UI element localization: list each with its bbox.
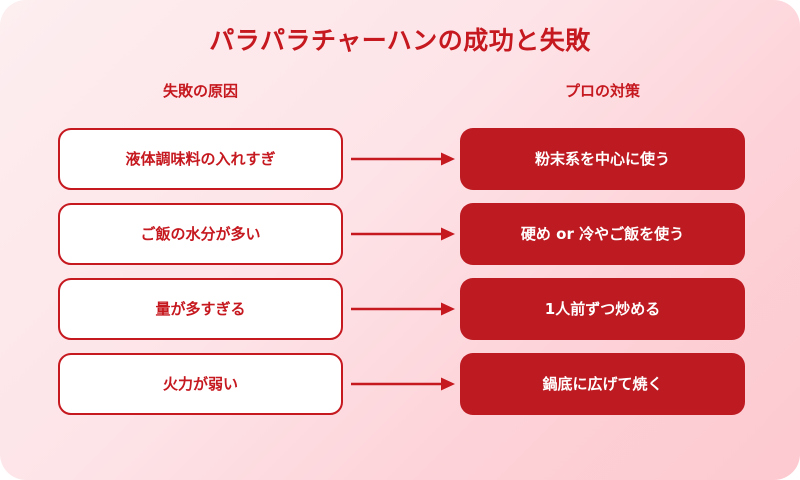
cause-box[interactable]: 液体調味料の入れすぎ (58, 128, 343, 190)
mapping-row: ご飯の水分が多い 硬め or 冷やご飯を使う (0, 203, 800, 265)
solution-box[interactable]: 1人前ずつ炒める (460, 278, 745, 340)
cause-box[interactable]: 量が多すぎる (58, 278, 343, 340)
mapping-row: 量が多すぎる 1人前ずつ炒める (0, 278, 800, 340)
column-header-solutions: プロの対策 (564, 82, 640, 100)
solution-box[interactable]: 鍋底に広げて焼く (460, 353, 745, 415)
solution-box[interactable]: 粉末系を中心に使う (460, 128, 745, 190)
page-title: パラパラチャーハンの成功と失敗 (209, 26, 591, 55)
cause-box[interactable]: ご飯の水分が多い (58, 203, 343, 265)
mapping-row: 火力が弱い 鍋底に広げて焼く (0, 353, 800, 415)
mapping-row: 液体調味料の入れすぎ 粉末系を中心に使う (0, 128, 800, 190)
arrow-right-icon (351, 376, 455, 392)
cause-box[interactable]: 火力が弱い (58, 353, 343, 415)
arrow-right-icon (351, 151, 455, 167)
column-header-causes: 失敗の原因 (162, 82, 238, 100)
rows-container: 液体調味料の入れすぎ 粉末系を中心に使う ご飯の水分が多い 硬め or 冷やご飯… (0, 128, 800, 428)
arrow-right-icon (351, 226, 455, 242)
solution-box[interactable]: 硬め or 冷やご飯を使う (460, 203, 745, 265)
arrow-right-icon (351, 301, 455, 317)
